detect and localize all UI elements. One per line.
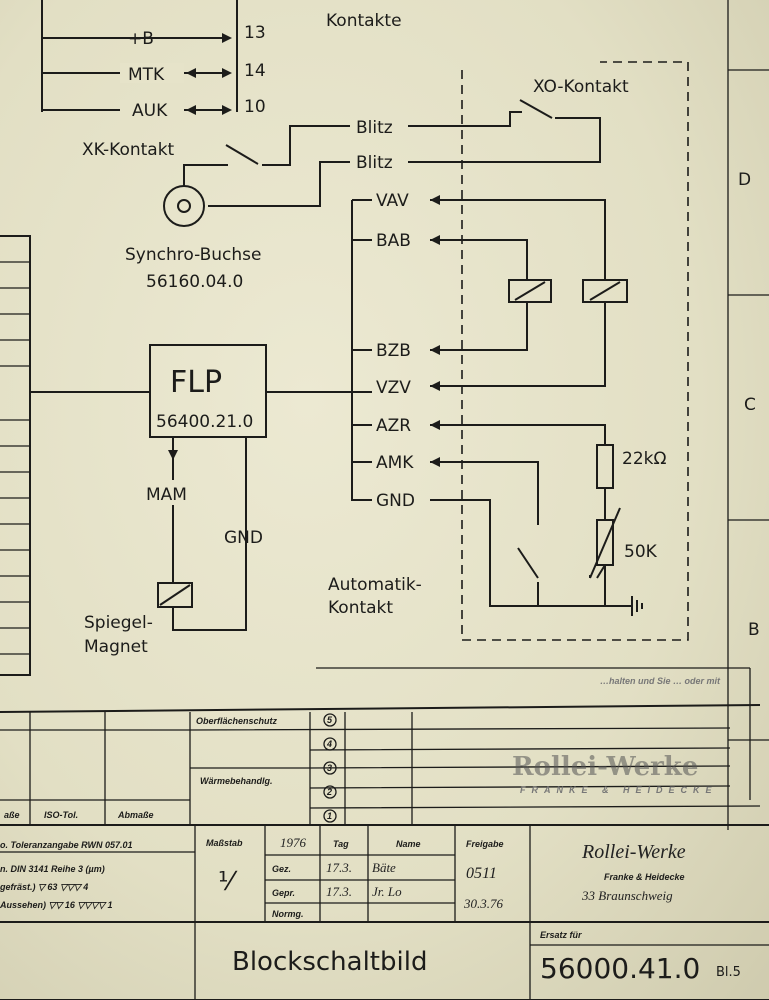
freigabe-1: 0511	[466, 865, 497, 882]
flp-part-number: 56400.21.0	[156, 412, 253, 432]
col-header-abmasse: Abmaße	[117, 810, 154, 820]
gepr-label: Gepr.	[272, 888, 295, 898]
pin-13: 13	[244, 23, 266, 43]
year: 1976	[280, 835, 307, 850]
automatik-label-2: Kontakt	[328, 598, 393, 618]
xo-kontakt-label: XO-Kontakt	[533, 77, 629, 97]
tolerance-line-1: o. Toleranzangabe RWN 057.01	[0, 840, 133, 850]
signal-mtk-label: MTK	[128, 65, 165, 85]
synchro-part-number: 56160.04.0	[146, 272, 243, 292]
svg-text:3: 3	[327, 763, 332, 773]
pin-14: 14	[244, 61, 266, 81]
ersatz-label: Ersatz für	[540, 930, 582, 940]
freigabe-2: 30.3.76	[463, 896, 504, 911]
signal-bab: BAB	[376, 231, 411, 251]
sheet-border	[727, 0, 769, 830]
signal-vzv: VZV	[376, 378, 411, 398]
sheet-number: Bl.5	[716, 965, 741, 980]
resistor-label: 22kΩ	[622, 449, 666, 469]
synchro-buchse-label: Synchro-Buchse	[125, 245, 261, 265]
module-boundary	[461, 61, 689, 641]
blitz-1-label: Blitz	[356, 118, 393, 138]
company-city: 33 Braunschweig	[581, 888, 673, 903]
signal-b-label: +B	[128, 29, 154, 49]
freigabe-label: Freigabe	[466, 839, 504, 849]
svg-text:1: 1	[327, 811, 332, 821]
magnet-label: Magnet	[84, 637, 148, 657]
drawing-title: Blockschaltbild	[232, 947, 427, 977]
signal-bus	[266, 195, 643, 616]
tolerance-line-4: Aussehen) ▽▽ 16 ▽▽▽▽ 1	[0, 900, 113, 910]
tolerance-line-3: gefräst.) ▽ 63 ▽▽▽ 4	[0, 882, 88, 892]
faded-note: …halten und Sie … oder mit	[600, 676, 721, 686]
blitz-2-label: Blitz	[356, 153, 393, 173]
signal-bzb: BZB	[376, 341, 411, 361]
name-header: Name	[396, 839, 421, 849]
flash-wiring	[163, 99, 601, 227]
company-sub: Franke & Heidecke	[604, 872, 685, 882]
tolerance-line-2: n. DIN 3141 Reihe 3 (µm)	[0, 864, 105, 874]
signal-auk-label: AUK	[132, 101, 168, 121]
tag-header: Tag	[333, 839, 349, 849]
stamp-company: Rollei-Werke	[512, 752, 698, 782]
top-connector	[41, 0, 238, 115]
margin-letter-c: C	[744, 395, 756, 415]
gez-date: 17.3.	[326, 860, 352, 875]
signal-azr: AZR	[376, 416, 411, 436]
automatik-label-1: Automatik-	[328, 575, 422, 595]
signal-vav: VAV	[376, 191, 409, 211]
drawing-number: 56000.41.0	[540, 952, 700, 985]
spiegel-label: Spiegel-	[84, 613, 153, 633]
svg-text:2: 2	[326, 787, 332, 797]
signal-labels: VAV BAB BZB VZV AZR AMK GND	[376, 191, 415, 511]
normg-label: Normg.	[272, 909, 304, 919]
revision-indices: 5 4 3 2 1	[323, 713, 337, 823]
gepr-date: 17.3.	[326, 884, 352, 899]
mirror-magnet-wiring	[157, 437, 247, 631]
xk-kontakt-label: XK-Kontakt	[82, 140, 175, 160]
oberflaechenschutz-label: Oberflächenschutz	[196, 716, 278, 726]
gez-label: Gez.	[272, 864, 291, 874]
objekt-kontakte-label: Kontakte	[326, 11, 402, 31]
massstab-label: Maßstab	[206, 838, 243, 848]
pin-10: 10	[244, 97, 266, 117]
col-header-masse: aße	[4, 810, 20, 820]
signal-amk: AMK	[376, 453, 414, 473]
waermebehandlung-label: Wärmebehandlg.	[200, 776, 273, 786]
margin-letter-b: B	[748, 620, 760, 640]
signal-gnd: GND	[376, 491, 415, 511]
massstab-value: ⅟	[218, 867, 238, 897]
gnd-flp-label: GND	[224, 528, 263, 548]
svg-text:4: 4	[326, 739, 332, 749]
gez-name: Bäte	[372, 860, 396, 875]
company-name: Rollei-Werke	[581, 841, 686, 863]
stamp-sub: FRANKE & HEIDECKE	[520, 785, 718, 795]
flp-label: FLP	[170, 365, 222, 400]
title-block-grid	[0, 667, 769, 1000]
thermistor-label: 50K	[624, 542, 658, 562]
mam-label: MAM	[146, 485, 187, 505]
col-header-iso-tol: ISO-Tol.	[44, 810, 78, 820]
left-bus	[0, 235, 150, 676]
gepr-name: Jr. Lo	[372, 884, 402, 899]
svg-text:5: 5	[327, 715, 333, 725]
margin-letter-d: D	[738, 170, 751, 190]
